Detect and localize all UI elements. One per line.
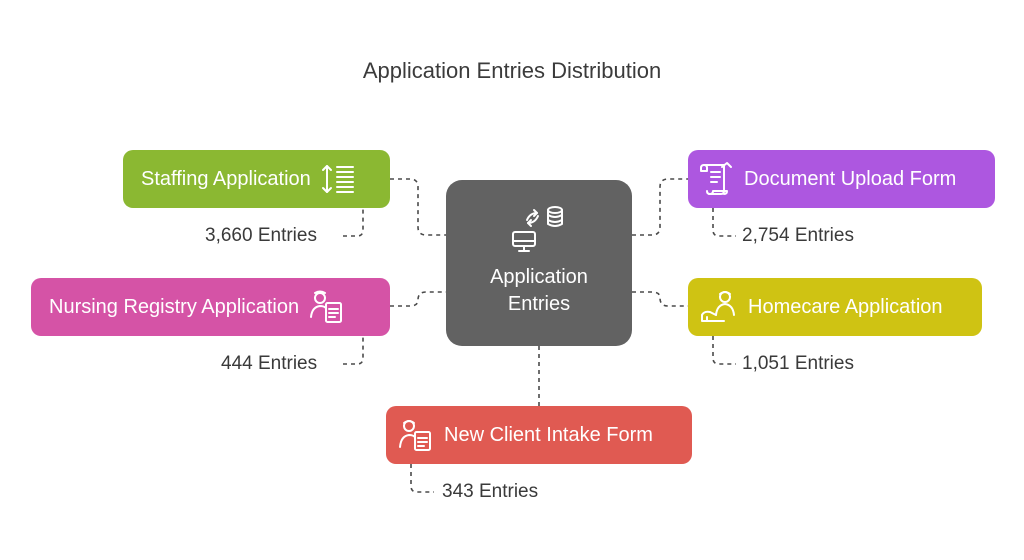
- computer-database-sync-icon: [512, 206, 563, 252]
- sort-list-icon: [321, 165, 354, 193]
- connector-staffing-count: [343, 208, 364, 237]
- caregiver-icon: [701, 291, 735, 322]
- new-client-intake-form-box: New Client Intake Form: [386, 406, 692, 464]
- staffing-entries-count: 3,660 Entries: [205, 225, 317, 246]
- center-label-line1: Application: [490, 266, 588, 288]
- nursing-registry-application-label: Nursing Registry Application: [49, 295, 300, 318]
- person-document-icon: [310, 290, 343, 323]
- connector-homecare: [632, 291, 688, 307]
- connector-document: [632, 178, 688, 236]
- center-label-line2: Entries: [507, 293, 571, 315]
- client-form-icon: [399, 420, 431, 451]
- document-entries-count: 2,754 Entries: [742, 225, 854, 246]
- connector-staffing: [390, 178, 446, 236]
- homecare-application-box: Homecare Application: [688, 278, 982, 336]
- connector-document-count: [712, 208, 736, 237]
- staffing-application-box: Staffing Application: [123, 150, 390, 208]
- document-upload-form-box: Document Upload Form: [688, 150, 995, 208]
- staffing-application-label: Staffing Application: [141, 167, 311, 190]
- nursing-entries-count: 444 Entries: [221, 353, 318, 374]
- connector-nursing: [390, 291, 446, 307]
- connector-newclient-count: [410, 464, 434, 493]
- connector-nursing-count: [343, 336, 364, 365]
- homecare-application-label: Homecare Application: [748, 295, 943, 318]
- connector-homecare-count: [712, 336, 736, 365]
- homecare-entries-count: 1,051 Entries: [742, 353, 854, 374]
- center-node: Application Entries: [446, 180, 632, 346]
- center-label: Application Entries: [446, 264, 632, 318]
- new-client-intake-form-label: New Client Intake Form: [444, 423, 653, 446]
- document-upload-icon: [700, 162, 732, 195]
- document-upload-form-label: Document Upload Form: [744, 167, 957, 190]
- new-client-entries-count: 343 Entries: [442, 481, 539, 502]
- nursing-registry-application-box: Nursing Registry Application: [31, 278, 390, 336]
- diagram-title: Application Entries Distribution: [362, 58, 662, 83]
